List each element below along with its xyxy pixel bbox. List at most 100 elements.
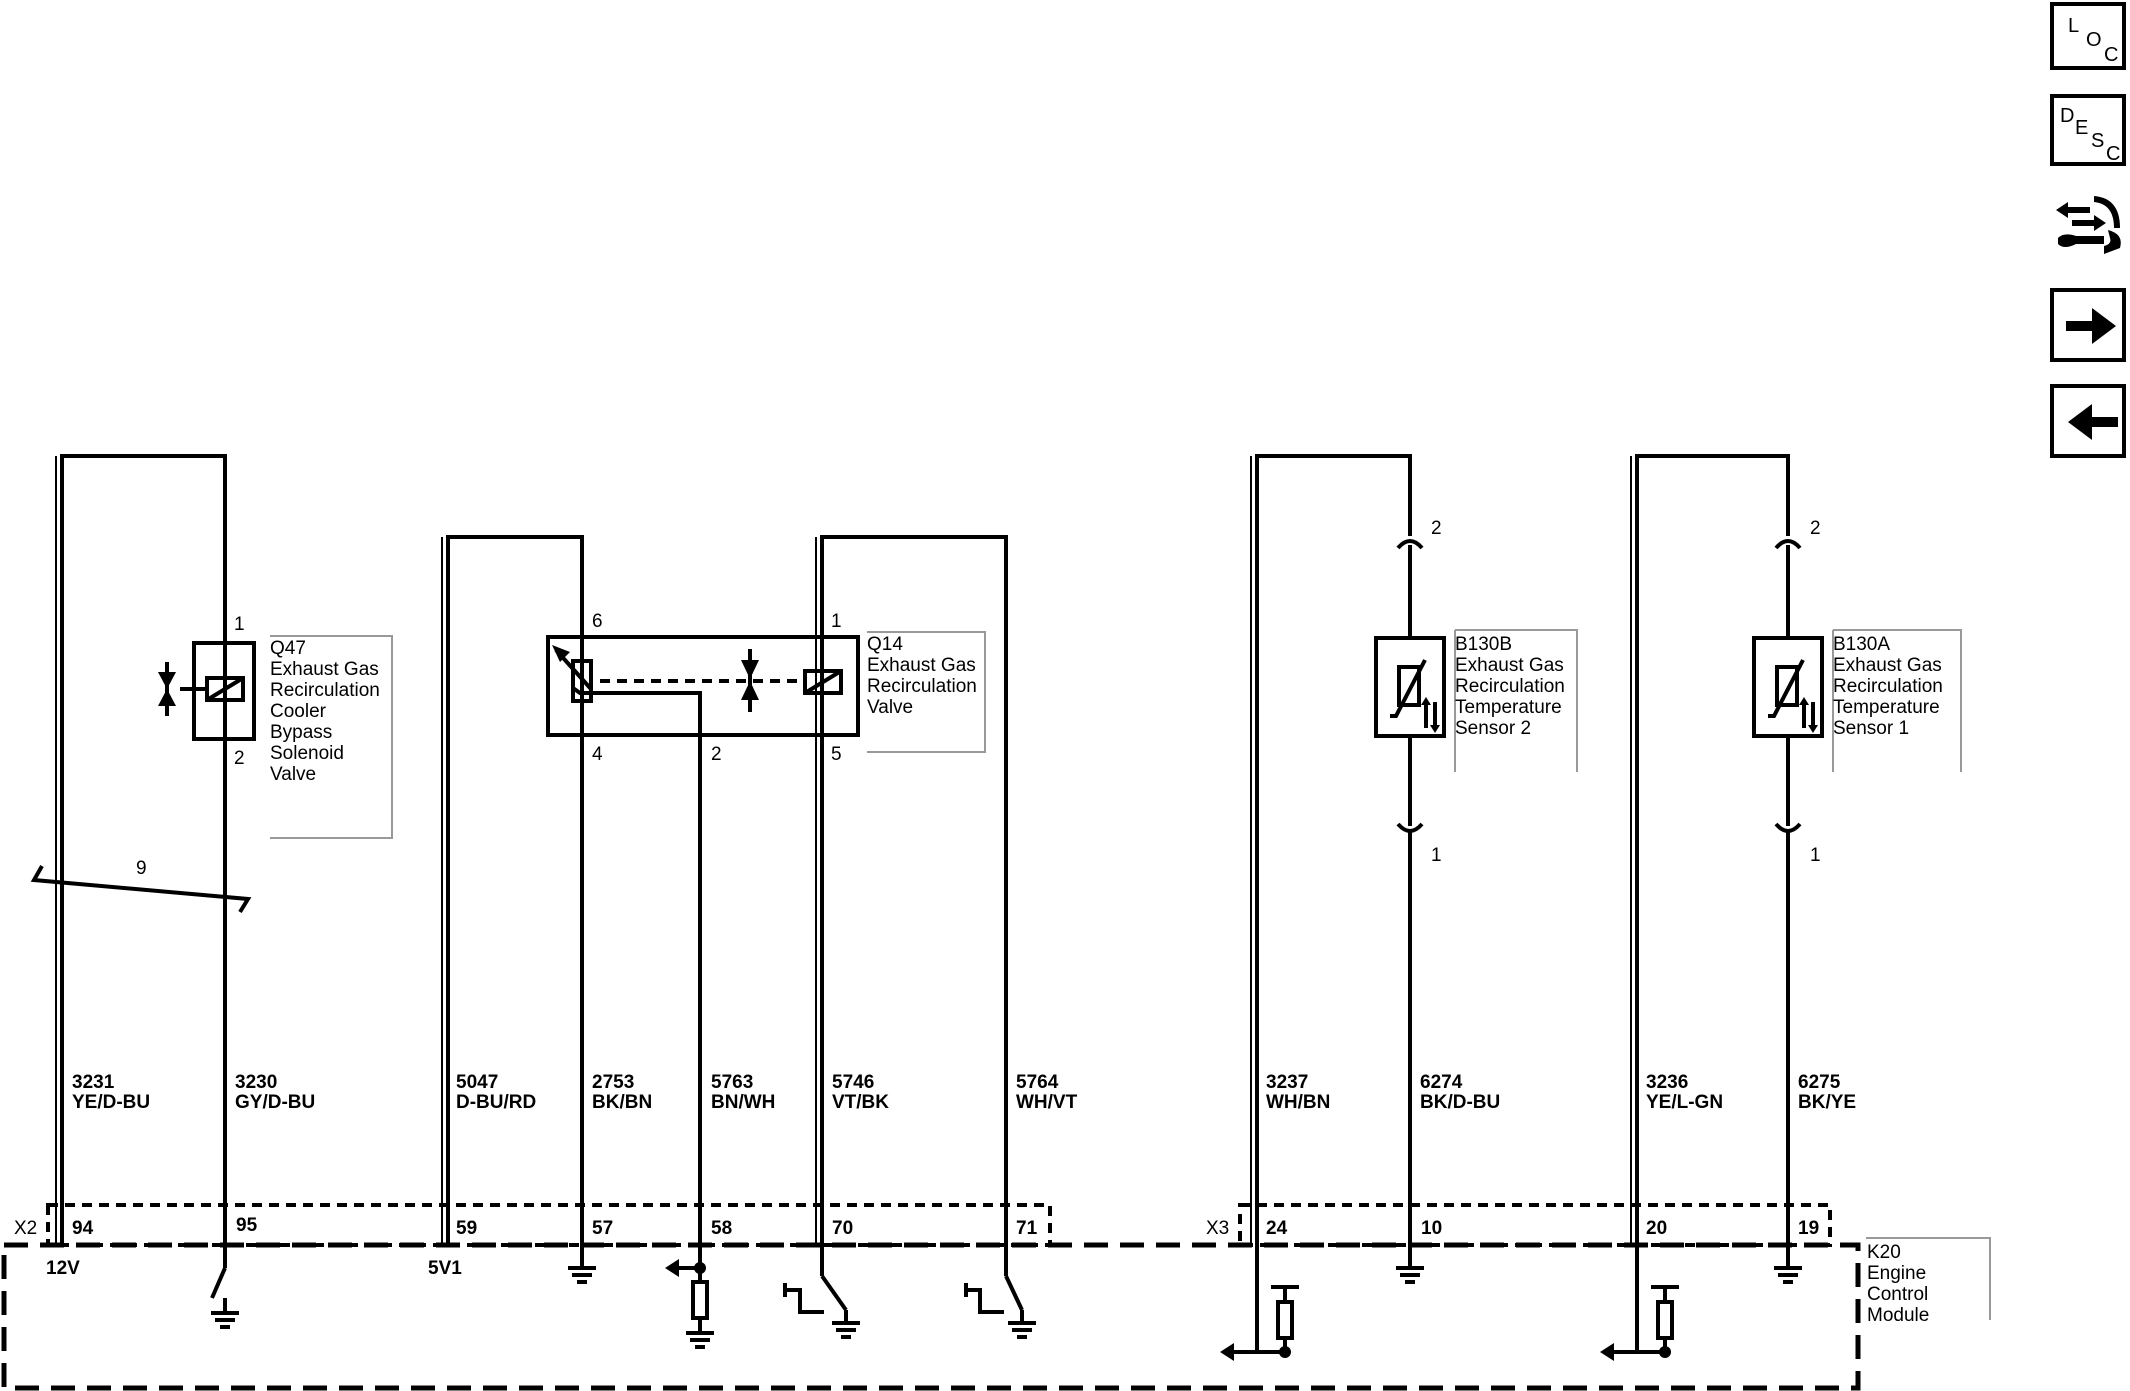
wire-6275-color: BK/YE (1798, 1092, 1856, 1113)
k20-desc-3: Module (1867, 1305, 1929, 1326)
q47-desc-2: Recirculation (270, 680, 380, 701)
x3-label: X3 (1206, 1218, 1229, 1239)
loc-letter-c: C (2104, 44, 2118, 66)
x2-pin-59: 59 (456, 1218, 477, 1239)
k20-engine-control-module: K20 Engine Control Module 12V 5V1 (1, 1237, 1991, 1391)
q47-pin-2: 2 (234, 748, 245, 769)
b130a-desc-2: Recirculation (1833, 676, 1943, 697)
q47-desc-1: Exhaust Gas (270, 659, 379, 680)
wire-6275-circuit: 6275 (1798, 1072, 1841, 1093)
k20-desc-1: Engine (1867, 1263, 1926, 1284)
x2-label: X2 (14, 1218, 37, 1239)
b130a-desc-1: Exhaust Gas (1833, 655, 1942, 676)
q14-id: Q14 (867, 634, 903, 655)
wire-5047-circuit: 5047 (456, 1072, 498, 1093)
x2-pin-58: 58 (711, 1218, 732, 1239)
ground-icon (832, 1310, 860, 1339)
connector-x3: X3 24 10 20 19 (1206, 1203, 1832, 1247)
wire-5764-circuit: 5764 (1016, 1072, 1059, 1093)
q47-desc-6: Valve (270, 764, 316, 785)
q14-pin-1: 1 (831, 611, 842, 632)
q14-pin-6: 6 (592, 611, 603, 632)
ground-icon (1774, 1245, 1802, 1284)
forward-arrow-icon (2066, 308, 2116, 344)
k20-desc-2: Control (1867, 1284, 1928, 1305)
x2-pin-57: 57 (592, 1218, 613, 1239)
signal-arrow-icon (1220, 1343, 1234, 1361)
loc-letter-o: O (2086, 29, 2102, 51)
b130b-thermistor-icon (1397, 665, 1421, 707)
q14-desc-2: Recirculation (867, 676, 977, 697)
q14-desc-1: Exhaust Gas (867, 655, 976, 676)
voltage-12v: 12V (46, 1258, 80, 1279)
q47-pin-1: 1 (234, 614, 245, 635)
b130a-thermistor-icon (1775, 665, 1799, 707)
b130b-desc-2: Recirculation (1455, 676, 1565, 697)
x3-pin-20: 20 (1646, 1218, 1667, 1239)
ground-icon (686, 1318, 714, 1349)
wire-3237-circuit: 3237 (1266, 1072, 1308, 1093)
q14-pin-5: 5 (831, 744, 842, 765)
wire-2753-color: BK/BN (592, 1092, 652, 1113)
resistor-icon (1276, 1300, 1294, 1340)
b130a-id: B130A (1833, 634, 1890, 655)
wire-3236-circuit: 3236 (1646, 1072, 1688, 1093)
wire-5763-circuit: 5763 (711, 1072, 753, 1093)
wire-6274-circuit: 6274 (1420, 1072, 1463, 1093)
q47-id: Q47 (270, 638, 306, 659)
q14-coil-icon (803, 669, 843, 695)
x3-pin-10: 10 (1421, 1218, 1442, 1239)
b130a-desc-4: Sensor 1 (1833, 718, 1909, 739)
ground-icon (1008, 1310, 1036, 1339)
b130a-desc-3: Temperature (1833, 697, 1940, 718)
b130a-pin-1: 1 (1810, 845, 1821, 866)
b130b-desc-3: Temperature (1455, 697, 1562, 718)
wire-5047-color: D-BU/RD (456, 1092, 536, 1113)
q47-desc-5: Solenoid (270, 743, 344, 764)
b130b-circuit: 2 1 B130B Exhaust Gas Recirculation Temp… (1250, 454, 1578, 1245)
wire-3231-color: YE/D-BU (72, 1092, 150, 1113)
q47-desc-3: Cooler (270, 701, 327, 722)
loc-letter-l: L (2068, 15, 2079, 37)
q14-circuit: 6 4 2 1 5 Q14 Exhaust Gas Recirculation … (441, 535, 1008, 1245)
x3-pin-19: 19 (1798, 1218, 1819, 1239)
q14-pin-2: 2 (711, 744, 722, 765)
q47-desc-4: Bypass (270, 722, 332, 743)
x3-pin-24: 24 (1266, 1218, 1288, 1239)
q47-circuit: 1 2 Q47 Exhaust Gas Recirculation Cooler… (30, 454, 393, 1245)
wire-5746-circuit: 5746 (832, 1072, 874, 1093)
b130b-desc-4: Sensor 2 (1455, 718, 1531, 739)
wire-3231-circuit: 3231 (72, 1072, 115, 1093)
b130b-pin-2: 2 (1431, 518, 1442, 539)
q14-position-sensor-icon (571, 659, 593, 703)
splice-label: 9 (136, 858, 147, 879)
wire-5764-color: WH/VT (1016, 1092, 1078, 1113)
resistor-icon (1656, 1300, 1674, 1340)
x2-pin-70: 70 (832, 1218, 853, 1239)
resistor-icon (691, 1280, 709, 1320)
back-arrow-icon (2068, 404, 2118, 440)
ground-icon (568, 1245, 596, 1284)
back-button[interactable] (2050, 384, 2126, 458)
wire-2753-circuit: 2753 (592, 1072, 634, 1093)
wire-3230-circuit: 3230 (235, 1072, 277, 1093)
b130a-pin-2: 2 (1810, 518, 1821, 539)
connector-icon[interactable] (2050, 188, 2126, 262)
wire-3237-color: WH/BN (1266, 1092, 1330, 1113)
wire-6274-color: BK/D-BU (1420, 1092, 1500, 1113)
b130b-pin-1: 1 (1431, 845, 1442, 866)
q14-pin-4: 4 (592, 744, 603, 765)
description-button[interactable]: D E S C (2050, 94, 2126, 166)
wire-3230-color: GY/D-BU (235, 1092, 315, 1113)
ground-icon (1396, 1245, 1424, 1284)
x2-pin-71: 71 (1016, 1218, 1038, 1239)
ground-icon (211, 1298, 239, 1329)
forward-button[interactable] (2050, 288, 2126, 362)
q14-valve-body (546, 635, 860, 737)
signal-arrow-icon (1600, 1343, 1614, 1361)
wire-5763-color: BN/WH (711, 1092, 775, 1113)
desc-letter-s: S (2091, 130, 2104, 152)
desc-letter-e: E (2075, 117, 2088, 139)
location-button[interactable]: L O C (2050, 2, 2126, 70)
